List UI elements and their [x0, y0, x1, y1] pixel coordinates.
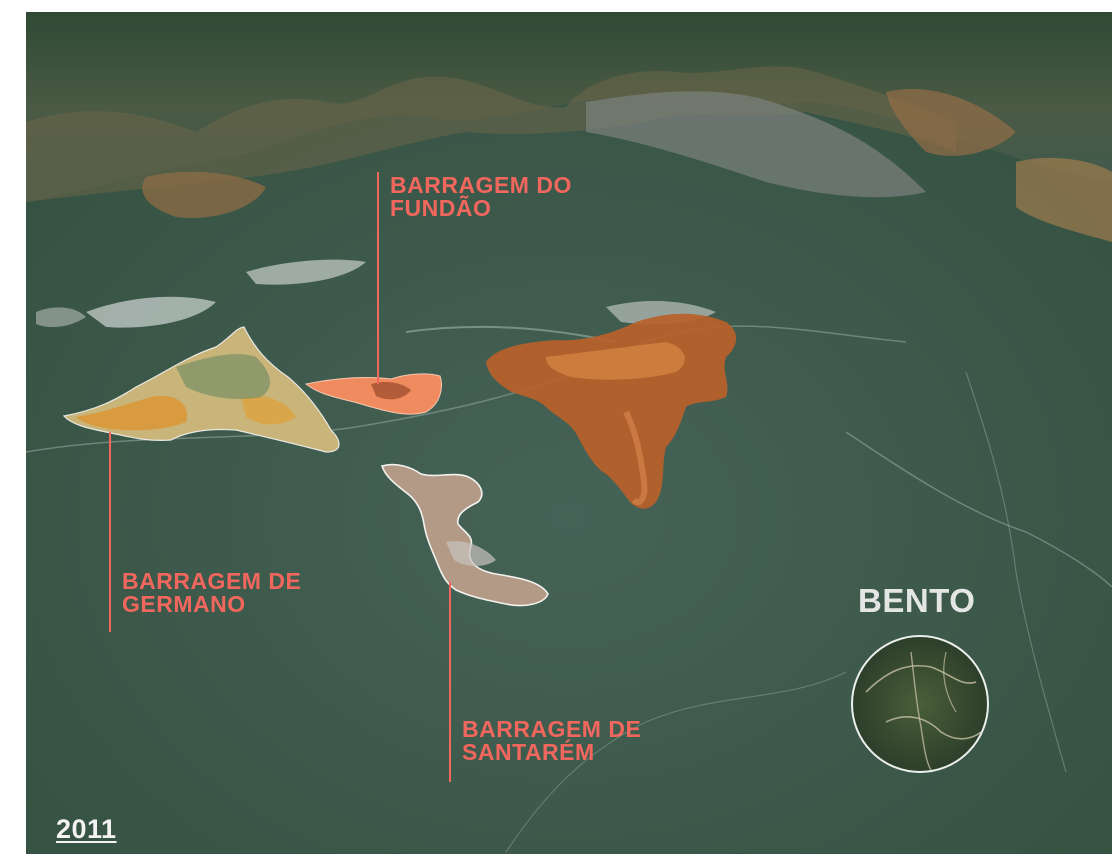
germano-label: BARRAGEM DE GERMANO [122, 570, 301, 616]
quarry-area-1 [86, 296, 216, 328]
santarem-label: BARRAGEM DE SANTARÉM [462, 718, 641, 764]
germano-green-cells [176, 354, 271, 399]
santarem-label-line1: BARRAGEM DE [462, 716, 642, 742]
bento-label: BENTO [858, 582, 976, 619]
quarry-area-2 [246, 259, 366, 285]
santarem-pale-water [446, 541, 496, 566]
bento-road-2 [885, 716, 982, 740]
map-view: BARRAGEM DO FUNDÃO BARRAGEM DE GERMANO B… [26, 12, 1112, 854]
brown-hill-left [142, 171, 266, 218]
bento-road-1 [865, 665, 977, 693]
road-3 [845, 431, 1112, 588]
road-5 [505, 671, 847, 853]
santarem-reservoir [380, 463, 549, 607]
rock-slope [586, 91, 926, 198]
bento-road-3 [910, 651, 932, 771]
fundao-dark-core [371, 382, 411, 400]
santarem-label-line2: SANTARÉM [462, 739, 595, 765]
road-2 [405, 325, 617, 343]
fundao-reservoir [304, 373, 442, 415]
fundao-label: BARRAGEM DO FUNDÃO [390, 174, 572, 220]
mudslide-channel [623, 410, 648, 506]
road-1 [26, 325, 907, 453]
fundao-label-line2: FUNDÃO [390, 195, 492, 221]
brown-hill-right [1016, 157, 1112, 242]
bento-village-marker [851, 635, 989, 773]
satellite-terrain [26, 12, 1112, 854]
year-label: 2011 [56, 814, 117, 844]
germano-label-line1: BARRAGEM DE [122, 568, 302, 594]
road-4 [965, 371, 1067, 773]
mudslide-highlight [546, 342, 685, 380]
mountain-ridge [26, 12, 1112, 202]
germano-tailings-orange [76, 395, 187, 431]
fundao-label-line1: BARRAGEM DO [390, 172, 572, 198]
bento-road-4 [943, 651, 957, 713]
germano-tailings-orange-2 [241, 395, 296, 425]
brown-hill-top [886, 88, 1016, 156]
quarry-area-4 [36, 307, 86, 328]
germano-label-line2: GERMANO [122, 591, 246, 617]
